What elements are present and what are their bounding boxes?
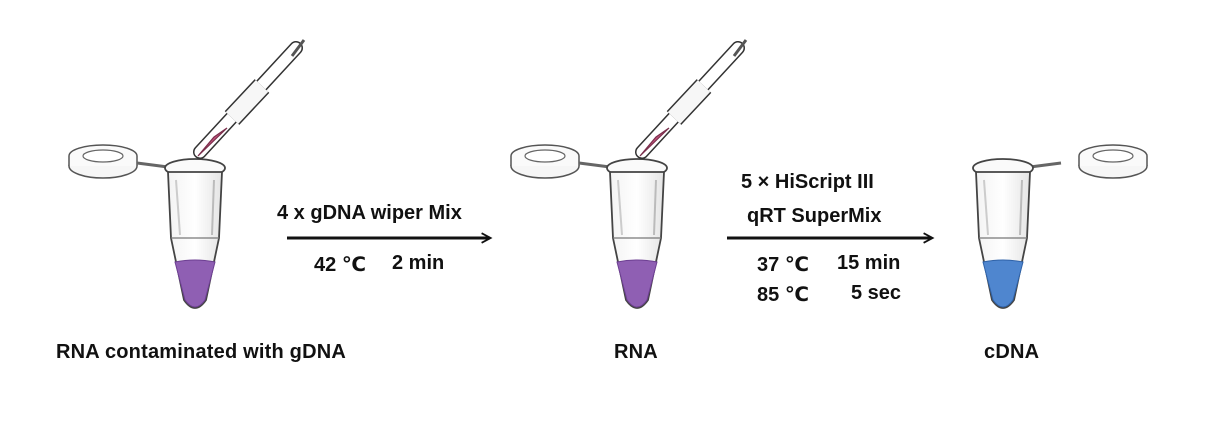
pipette-1-tip xyxy=(197,127,228,157)
tube-2 xyxy=(510,144,668,309)
tube-3-lid xyxy=(1029,144,1148,179)
pipette-2-tip xyxy=(639,127,670,157)
reaction-1-time: 2 min xyxy=(392,252,445,274)
pipette-2 xyxy=(635,39,748,159)
tube-1-liquid xyxy=(174,259,216,308)
tube-2-lid xyxy=(510,144,611,179)
tube-1-lid xyxy=(68,144,169,179)
reaction-2-reagent-line-2: qRT SuperMix xyxy=(747,205,882,227)
reaction-2-time-2: 5 sec xyxy=(851,282,902,304)
tube-3-liquid xyxy=(982,259,1024,308)
tube-3 xyxy=(972,144,1148,309)
pipette-1 xyxy=(193,39,306,159)
reaction-2-time-1: 15 min xyxy=(837,252,901,274)
stage-label-2: RNA xyxy=(614,341,658,363)
reaction-1-reagent: 4 x gDNA wiper Mix xyxy=(277,202,462,224)
reaction-2-temp-2: 85 ℃ xyxy=(757,284,810,306)
reaction-2-reagent-line-1: 5 × HiScript III xyxy=(741,171,874,193)
tube-1 xyxy=(68,144,226,309)
stage-label-3: cDNA xyxy=(984,341,1040,363)
reaction-2-temp-1: 37 ℃ xyxy=(757,254,810,276)
reaction-1-temp: 42 ℃ xyxy=(314,254,367,276)
stage-label-1: RNA contaminated with gDNA xyxy=(56,341,347,363)
tube-2-liquid xyxy=(616,259,658,308)
